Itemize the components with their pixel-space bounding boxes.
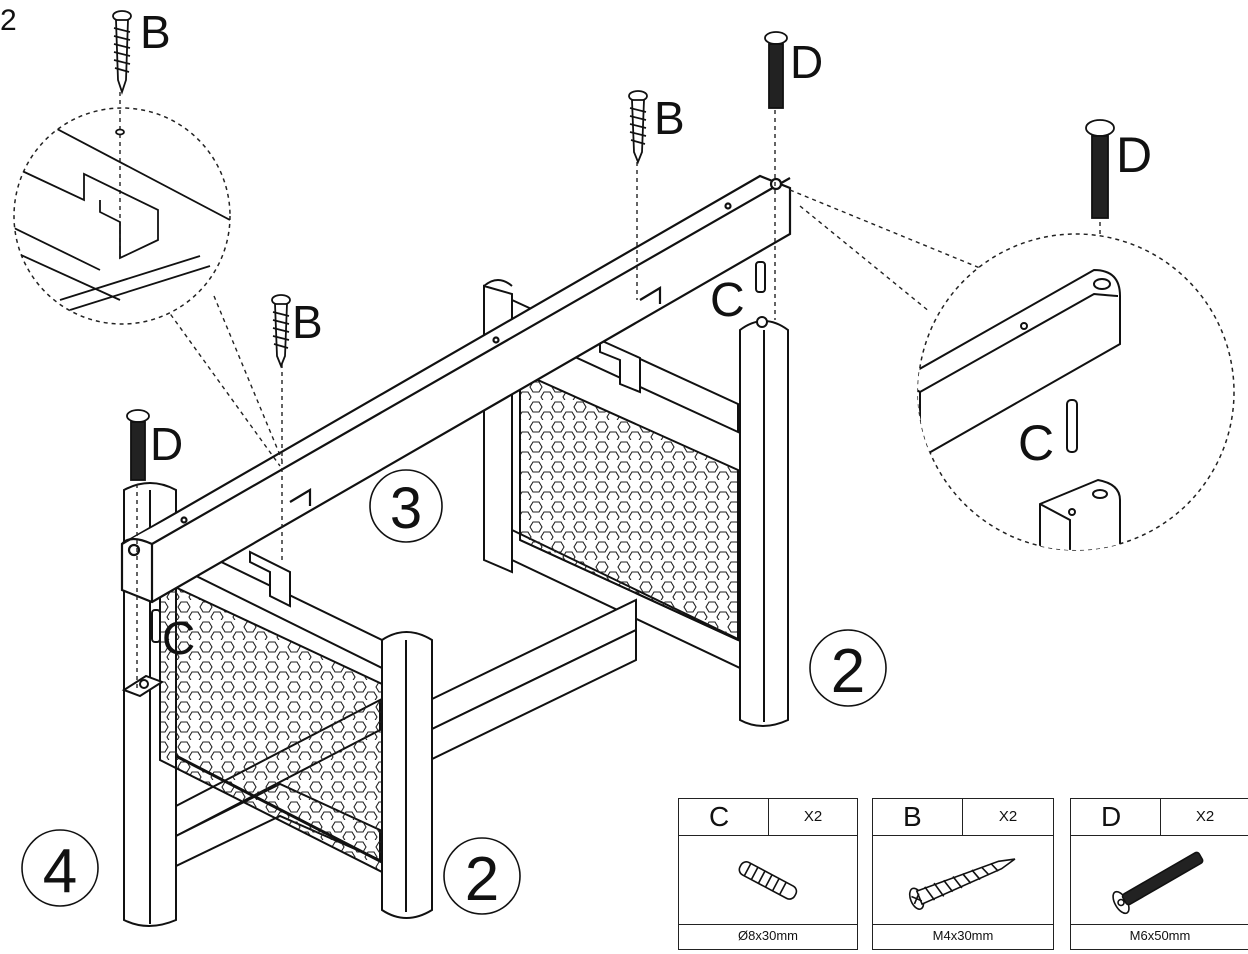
- hardware-box-c: C X2 Ø8x30mm: [678, 798, 858, 950]
- top-rail: [120, 174, 792, 604]
- hardware-box-d: D X2 M6x50mm: [1070, 798, 1248, 950]
- hardware-size: Ø8x30mm: [738, 928, 798, 943]
- bolt-d-detail: [1085, 119, 1115, 219]
- hardware-letter: D: [1071, 799, 1161, 835]
- callout-b-lower: B: [292, 296, 323, 348]
- detail-circle-right: [917, 233, 1235, 551]
- hardware-size: M6x50mm: [1129, 928, 1191, 943]
- part-number-2-left: 2: [443, 837, 521, 915]
- callout-d-left: D: [150, 418, 183, 470]
- callout-b-top-left: B: [140, 6, 171, 58]
- dowel-c-left: [121, 609, 165, 698]
- svg-text:4: 4: [43, 837, 77, 906]
- hardware-qty: X2: [803, 808, 823, 825]
- side-panel-right: [483, 279, 789, 727]
- wood-screw-icon: [908, 858, 1016, 910]
- callout-c-right: C: [710, 274, 745, 327]
- dowel-icon: [738, 861, 798, 900]
- hardware-letter: B: [873, 799, 963, 835]
- hardware-qty: X2: [998, 808, 1018, 825]
- hardware-letter: C: [679, 799, 769, 835]
- part-number-3: 3: [369, 469, 443, 543]
- svg-text:2: 2: [831, 637, 865, 706]
- detail-circle-left: [13, 107, 231, 325]
- hardware-box-b: B X2 M4x30mm: [872, 798, 1054, 950]
- callout-b-middle: B: [654, 92, 685, 144]
- svg-text:3: 3: [390, 476, 422, 541]
- callout-c-detail: C: [1018, 415, 1054, 471]
- bolt-d-left: [126, 409, 150, 481]
- callout-c-left: C: [162, 612, 195, 664]
- dowel-c-right: [755, 261, 768, 328]
- callout-d-detail: D: [1116, 127, 1152, 183]
- step-number: 2: [0, 4, 17, 37]
- part-number-2-right: 2: [809, 629, 887, 707]
- hardware-qty: X2: [1195, 808, 1215, 825]
- svg-text:2: 2: [465, 845, 499, 914]
- bolt-d-top: [764, 31, 788, 109]
- screw-b-top-left: [112, 10, 132, 95]
- screw-b-lower: [271, 294, 291, 369]
- hardware-size: M4x30mm: [932, 928, 994, 943]
- callout-d-top: D: [790, 36, 823, 88]
- screw-b-middle: [628, 90, 648, 165]
- part-number-4: 4: [21, 829, 99, 907]
- bolt-icon: [1112, 851, 1204, 915]
